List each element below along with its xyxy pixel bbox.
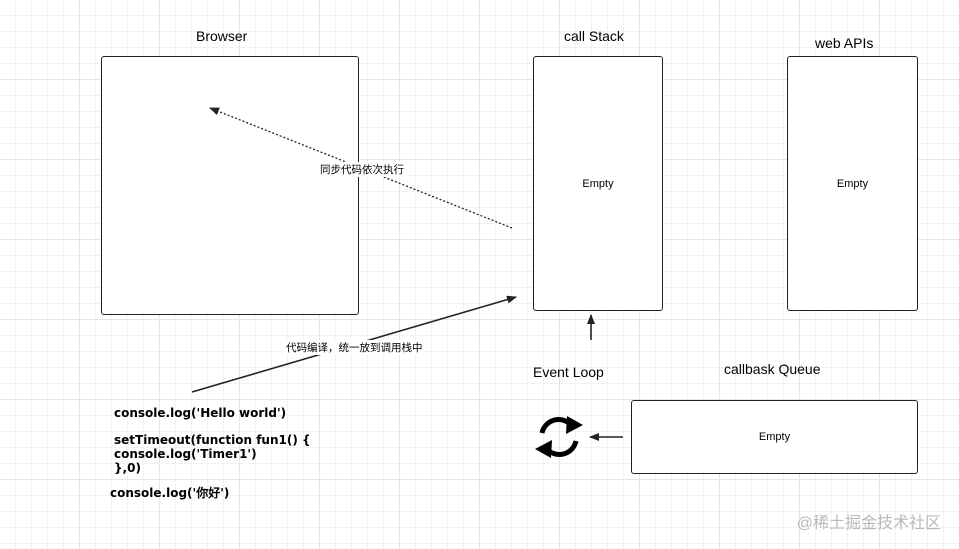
code-block-settimeout: setTimeout(function fun1() { console.log… xyxy=(114,433,311,475)
call-stack-box: Empty xyxy=(533,56,663,311)
sync-exec-label: 同步代码依次执行 xyxy=(319,162,405,177)
refresh-icon xyxy=(535,416,583,458)
callback-queue-title: callbask Queue xyxy=(724,361,821,377)
web-apis-title: web APIs xyxy=(815,35,874,51)
code-line-hello: console.log('Hello world') xyxy=(114,406,287,420)
code-line-nihao: console.log('你好') xyxy=(110,486,230,500)
web-apis-empty-label: Empty xyxy=(836,177,869,190)
web-apis-box: Empty xyxy=(787,56,918,311)
compile-label: 代码编译，统一放到调用栈中 xyxy=(285,340,424,355)
event-loop-title: Event Loop xyxy=(533,364,604,380)
call-stack-empty-label: Empty xyxy=(582,177,614,190)
browser-box xyxy=(101,56,359,315)
browser-title: Browser xyxy=(196,28,248,44)
callback-queue-empty-label: Empty xyxy=(758,431,791,443)
watermark: @稀土掘金技术社区 xyxy=(796,515,941,532)
callback-queue-box: Empty xyxy=(631,400,918,474)
call-stack-title: call Stack xyxy=(564,28,624,44)
